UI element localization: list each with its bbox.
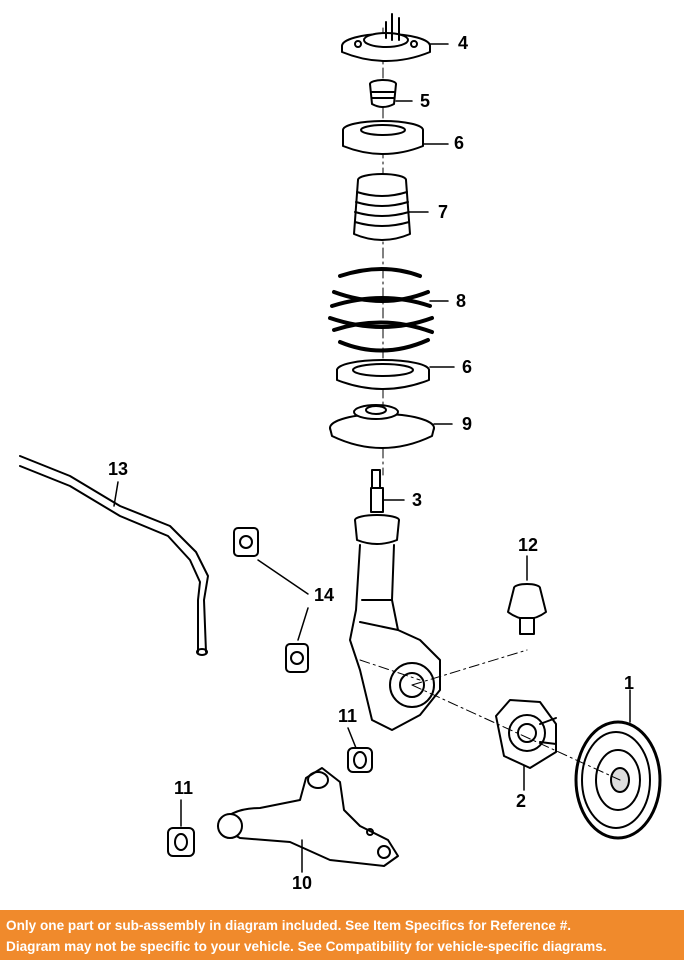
upper-spring-seat: [342, 120, 424, 155]
control-arm-bushings: [167, 747, 373, 857]
callout-2: 2: [516, 791, 527, 811]
callout-11-lower: 11: [174, 778, 194, 798]
callout-6-lower: 6: [462, 357, 473, 377]
wheel-hub-bearing: [495, 699, 557, 769]
strut-knuckle: [349, 469, 441, 731]
callout-1: 1: [624, 673, 635, 693]
stabilizer-bushings: [233, 527, 309, 673]
callout-9: 9: [462, 414, 473, 434]
callout-7: 7: [438, 202, 449, 222]
callout-11-upper: 11: [338, 706, 358, 726]
callout-6-upper: 6: [454, 133, 465, 153]
callout-leaders: [113, 43, 631, 873]
upper-strut-mount: [341, 13, 431, 62]
assembly-lines: [359, 649, 621, 781]
coil-spring: [328, 267, 434, 353]
disclaimer-banner: Only one part or sub-assembly in diagram…: [0, 910, 684, 960]
lower-mount-plate: [329, 404, 435, 449]
lower-control-arm: [217, 767, 399, 867]
suspension-exploded-diagram: [19, 13, 662, 873]
brake-rotor: [574, 720, 662, 840]
disclaimer-line-1: Only one part or sub-assembly in diagram…: [6, 918, 572, 933]
dust-boot: [353, 173, 411, 241]
callout-8: 8: [456, 291, 467, 311]
ball-joint: [507, 583, 547, 635]
disclaimer-line-2: Diagram may not be specific to your vehi…: [6, 939, 607, 954]
lower-spring-seat: [336, 359, 430, 390]
callout-14: 14: [314, 585, 335, 605]
stabilizer-bar: [19, 455, 209, 656]
callout-10: 10: [292, 873, 313, 893]
callout-12: 12: [518, 535, 539, 555]
callout-3: 3: [412, 490, 423, 510]
callout-4: 4: [458, 33, 469, 53]
callout-13: 13: [108, 459, 129, 479]
jounce-bumper: [369, 79, 397, 108]
callout-5: 5: [420, 91, 431, 111]
